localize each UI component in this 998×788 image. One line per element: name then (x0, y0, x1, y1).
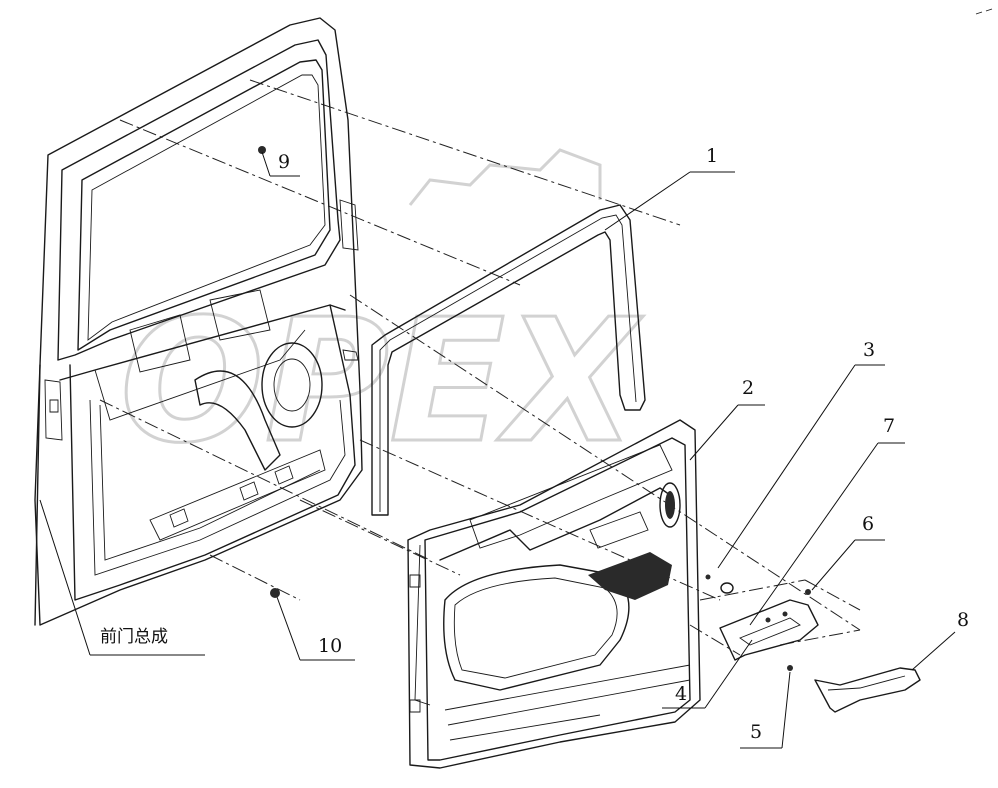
corner-mark (975, 8, 993, 15)
leader-lines (39, 151, 956, 749)
part-10-plug (270, 588, 280, 598)
callout-1: 1 (706, 145, 718, 167)
callout-3: 3 (863, 339, 875, 361)
assembly-caption: 前门总成 (100, 627, 168, 647)
part-3-clip (705, 574, 734, 594)
part-1-window-seal (371, 204, 646, 516)
callout-8: 8 (957, 609, 969, 631)
watermark-text: OPEX (120, 283, 644, 481)
callout-labels: 1 2 3 4 5 6 7 8 9 10 前门总成 (100, 145, 969, 743)
callout-5: 5 (750, 721, 762, 743)
part-4-handle-bracket (719, 599, 819, 661)
callout-6: 6 (862, 513, 874, 535)
callout-10: 10 (318, 635, 342, 657)
part-9-plug (258, 146, 266, 154)
callout-2: 2 (742, 377, 754, 399)
watermark: OPEX (119, 148, 646, 483)
part-2-trim-panel (407, 419, 701, 769)
part-8-handle-cover (814, 667, 921, 713)
callout-9: 9 (278, 151, 290, 173)
part-6-screw (805, 589, 811, 595)
part-5-screw (787, 665, 793, 671)
callout-7: 7 (883, 415, 895, 437)
callout-4: 4 (675, 683, 687, 705)
front-door-frame (34, 17, 363, 626)
